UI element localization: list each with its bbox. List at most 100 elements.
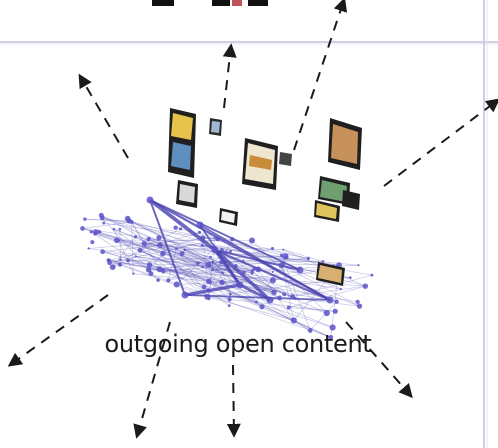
screen-thumbnail-icon [168, 108, 196, 178]
outgoing-arrows [10, 0, 498, 436]
network-node [197, 222, 204, 229]
network-node [271, 247, 274, 250]
network-node [198, 231, 201, 234]
network-node [157, 242, 163, 248]
network-node [209, 256, 212, 259]
network-node [147, 262, 152, 267]
network-node [102, 222, 105, 225]
network-node [270, 277, 276, 283]
network-node [226, 264, 229, 267]
network-node [237, 282, 244, 289]
network-node [272, 271, 274, 273]
network-node [138, 248, 143, 253]
network-node [142, 241, 147, 246]
network-node [242, 260, 244, 262]
top-thumbnails [152, 0, 268, 6]
network-node [125, 216, 131, 222]
network-node [201, 244, 204, 247]
network-node [174, 281, 180, 287]
network-node [291, 317, 297, 323]
caption-label: outgoing open content [88, 330, 388, 358]
network-node [206, 279, 211, 284]
network-node [135, 255, 137, 257]
network-node [114, 237, 120, 243]
network-node [251, 271, 254, 274]
network-node [322, 260, 325, 263]
arrow-icon [384, 100, 498, 186]
network-node [259, 304, 264, 309]
network-node [340, 288, 342, 290]
network-node [333, 309, 338, 314]
network-node [147, 197, 154, 204]
network-node [290, 294, 295, 299]
screen-thumbnail-icon [242, 138, 278, 190]
network-node [183, 249, 186, 252]
network-node [201, 266, 204, 269]
network-node [285, 256, 288, 259]
network-node [229, 250, 232, 253]
network-node [214, 237, 216, 239]
arrow-icon [80, 76, 128, 158]
network-node [212, 268, 215, 271]
network-node [228, 304, 231, 307]
network-node [287, 306, 291, 310]
network-node [234, 264, 238, 268]
network-node [160, 251, 166, 257]
network-node [349, 276, 352, 279]
arrow-icon [233, 365, 234, 435]
screen-thumbnails [168, 108, 362, 286]
network-node [357, 264, 359, 266]
network-node [100, 216, 105, 221]
network-node [208, 298, 210, 300]
network-node [267, 297, 274, 304]
network-node [227, 297, 231, 301]
network-node [219, 280, 225, 286]
network-node [212, 247, 219, 254]
network-node [179, 227, 182, 230]
network-node [132, 272, 134, 274]
network-node [156, 235, 161, 240]
network-node [324, 310, 330, 316]
network-node [249, 237, 255, 243]
network-node [134, 235, 137, 238]
network-node [327, 297, 334, 304]
screen-thumbnail-icon [314, 118, 362, 222]
network-node [83, 217, 86, 220]
network-node [219, 260, 223, 264]
network-node [107, 258, 111, 262]
network-node [224, 250, 227, 253]
network-node [100, 249, 105, 254]
network-node [230, 237, 234, 241]
network-node [212, 261, 214, 263]
network-node [147, 237, 151, 241]
network-node [202, 284, 207, 289]
network-node [110, 264, 116, 270]
network-node [157, 266, 163, 272]
network-node [90, 240, 94, 244]
network-node [282, 292, 286, 296]
network-node [156, 278, 160, 282]
network-node [280, 254, 283, 257]
network-node [363, 283, 368, 288]
network-node [307, 257, 310, 260]
network-node [196, 261, 200, 265]
network-node [255, 301, 258, 304]
network-node [370, 274, 373, 277]
network-node [279, 262, 285, 268]
network-node [256, 267, 259, 270]
arrow-icon [224, 46, 231, 108]
network-node [216, 237, 220, 241]
network-node [173, 225, 177, 229]
network-node [166, 278, 170, 282]
network-node [356, 300, 360, 304]
network-node [87, 247, 89, 249]
network-node [206, 262, 212, 268]
network-node [229, 293, 232, 296]
network-node [242, 271, 246, 275]
network-node [182, 292, 189, 299]
network-node [180, 251, 185, 256]
network-node [282, 249, 284, 251]
screen-thumbnail-icon [219, 208, 238, 226]
